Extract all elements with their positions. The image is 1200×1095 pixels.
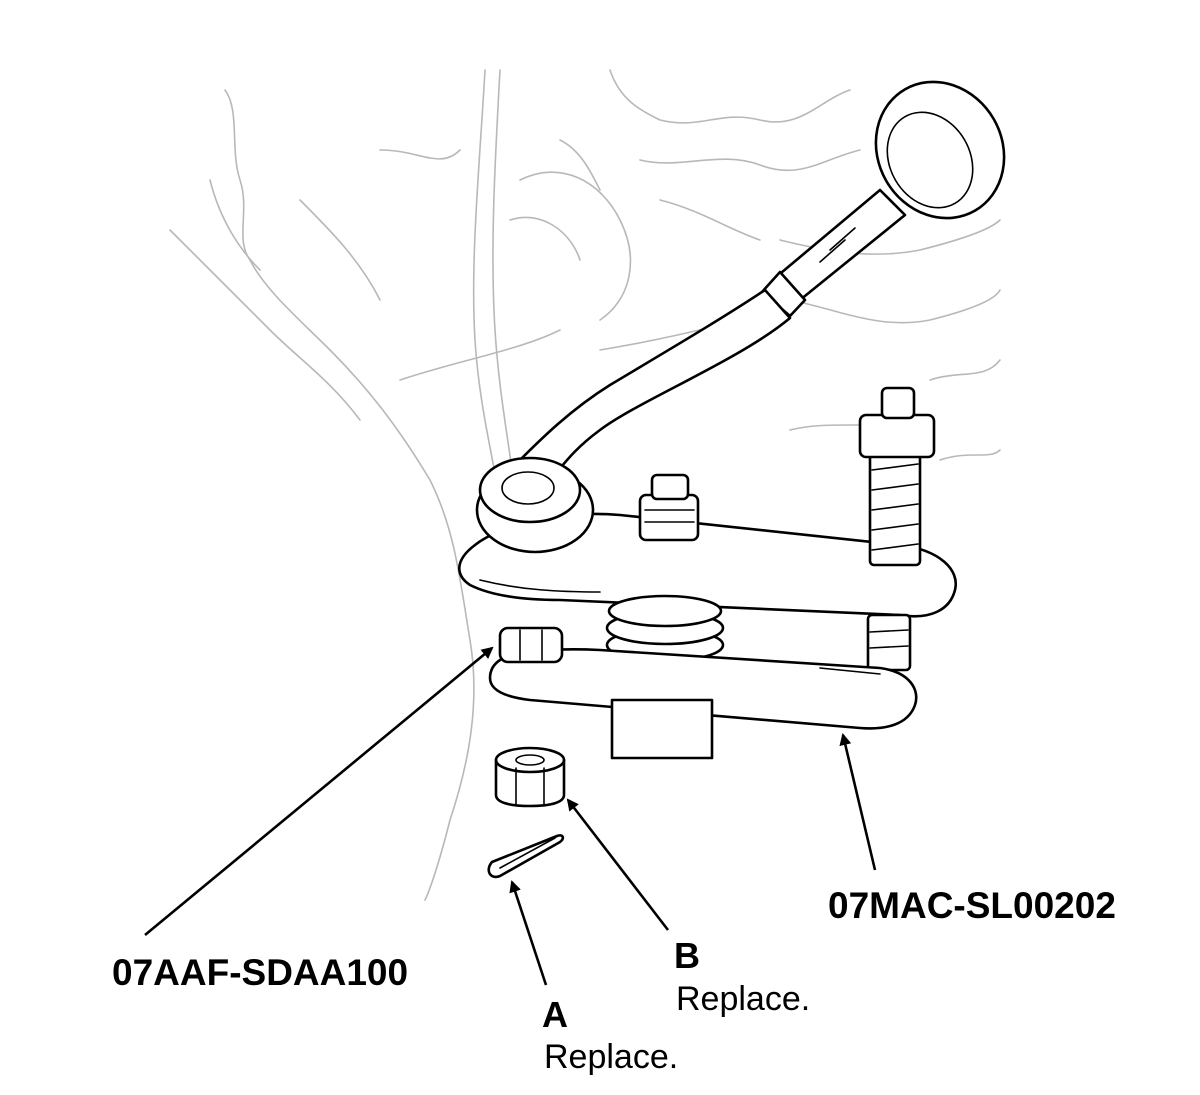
- tool-label-lower: 07AAF-SDAA100: [112, 952, 408, 993]
- tool-label-upper: 07MAC-SL00202: [828, 885, 1116, 926]
- part-a-note: Replace.: [544, 1038, 678, 1076]
- suspension-background: [169, 69, 1001, 901]
- part-b-letter: B: [674, 935, 700, 976]
- tie-rod-assembly: [518, 80, 1006, 482]
- ball-joint-remover-tool: [458, 386, 958, 760]
- arrow-part-b: [566, 798, 670, 931]
- part-b-note: Replace.: [676, 980, 810, 1018]
- leader-arrows: [144, 646, 877, 986]
- cotter-pin-part-a: [487, 834, 565, 879]
- castle-nut-part-b: [494, 746, 566, 808]
- arrow-part-a: [509, 880, 548, 986]
- arrow-tool-lower: [144, 646, 494, 937]
- part-a-letter: A: [542, 994, 568, 1035]
- arrow-tool-upper: [839, 733, 877, 871]
